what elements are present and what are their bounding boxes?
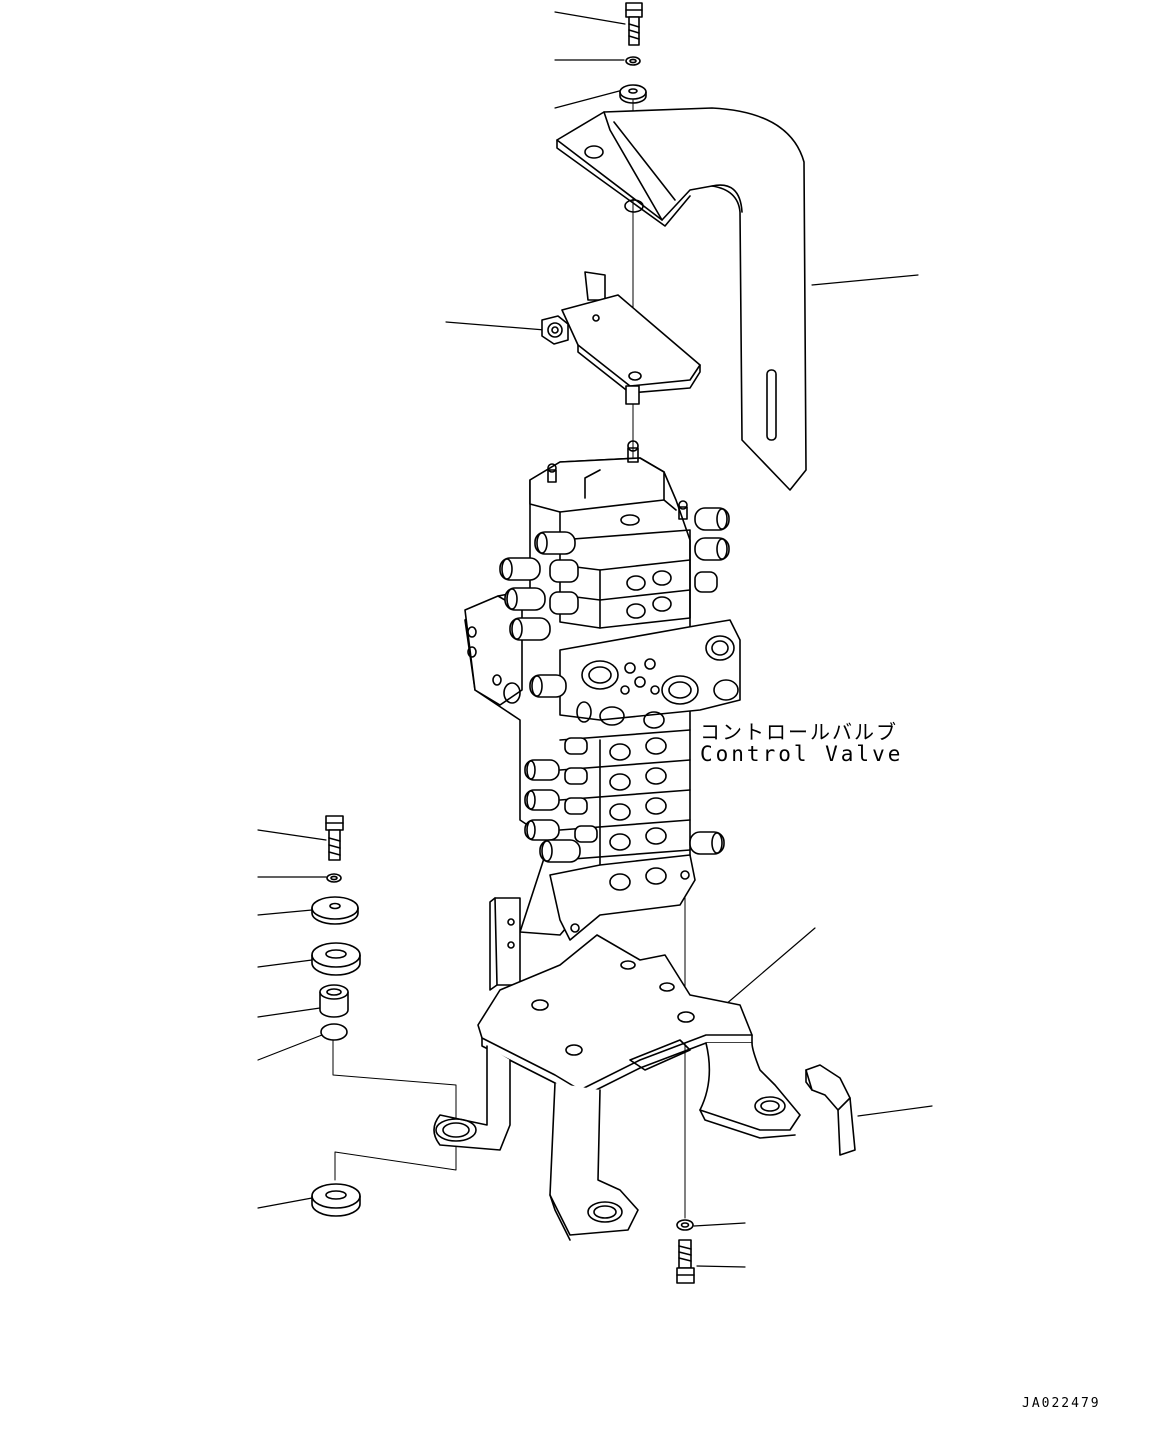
drawing-number: JA022479 — [1022, 1396, 1101, 1411]
bottom-rubber-mount — [312, 1184, 360, 1216]
valve-center-block — [560, 620, 740, 728]
leader-bottom-rubber-mount — [258, 1198, 312, 1208]
top-lock-washer — [626, 57, 640, 65]
left-washer — [312, 897, 358, 924]
leader-left-washer — [258, 910, 312, 915]
control-valve-label-jp: コントロールバルブ — [700, 720, 898, 744]
leader-cover — [812, 275, 918, 285]
left-collar — [320, 985, 348, 1017]
left-lock-washer — [327, 874, 341, 882]
cover-plate — [557, 108, 806, 490]
valve-left-block — [465, 596, 522, 705]
left-oring — [321, 1024, 347, 1040]
mount-bracket — [434, 898, 800, 1240]
leader-clamp — [858, 1106, 932, 1116]
leader-left-oring — [258, 1035, 322, 1060]
control-valve-body — [465, 441, 740, 940]
leader-left-bolt — [258, 830, 326, 840]
leader-lines — [258, 12, 932, 1267]
control-valve-label-en: Control Valve — [700, 742, 904, 766]
spool-caps — [500, 532, 597, 862]
top-washer — [620, 85, 646, 103]
leader-left-collar — [258, 1008, 320, 1017]
bottom-lock-washer — [677, 1220, 693, 1230]
leader-mount-bracket — [725, 928, 815, 1005]
left-bolt — [326, 816, 343, 860]
spool-caps-right — [690, 508, 729, 854]
bottom-bolt — [677, 1240, 694, 1283]
leader-top-washer — [555, 90, 623, 108]
leader-bracket-bolt — [446, 322, 545, 330]
leader-left-rubber-mount — [258, 960, 312, 967]
leader-bottom-bolt — [697, 1266, 745, 1267]
left-rubber-mount — [312, 943, 360, 975]
clamp — [806, 1065, 855, 1155]
valve-bracket — [542, 272, 700, 404]
leader-top-bolt — [555, 12, 625, 24]
top-bolt — [626, 3, 642, 45]
leader-bottom-lock-washer — [694, 1223, 745, 1226]
valve-bottom-block — [550, 855, 695, 940]
